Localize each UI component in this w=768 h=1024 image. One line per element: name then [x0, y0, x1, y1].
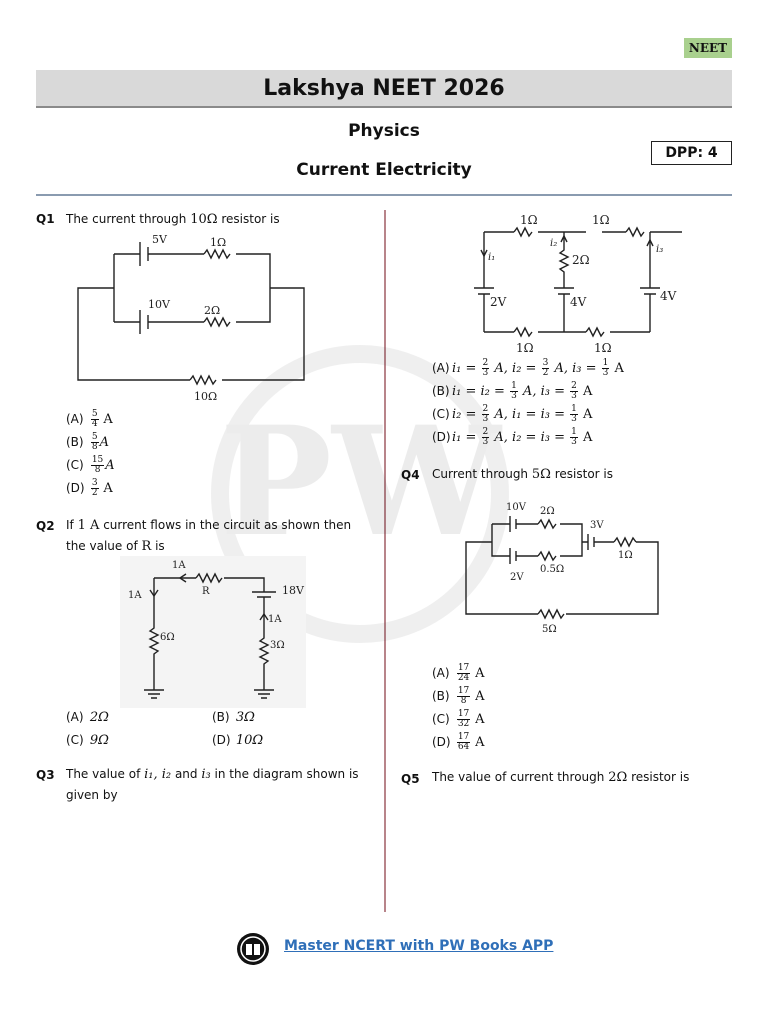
diagram-label: 1Ω [516, 341, 534, 355]
diagram-label: 2Ω [572, 253, 590, 267]
resistor-symbol [625, 226, 645, 238]
question-number: Q4 [401, 468, 420, 482]
column-divider [384, 210, 386, 912]
diagram-label: 4V [660, 289, 677, 303]
diagram-label: 10Ω [194, 390, 217, 402]
question-number: Q2 [36, 519, 55, 533]
resistor-symbol [585, 326, 605, 338]
diagram-label: 1A [172, 560, 186, 571]
dpp-badge: DPP: 4 [651, 141, 732, 165]
diagram-label: i₃ [656, 244, 663, 255]
q3-circuit-diagram: 1Ω 1Ω i₂ i₃ i₁ 2Ω 4V 2V 4V 1Ω 1Ω [474, 213, 682, 355]
arrow-icon [259, 612, 269, 621]
arrow-icon [179, 573, 187, 583]
book-icon[interactable] [236, 932, 270, 966]
diagram-label: 2V [510, 572, 524, 583]
chapter-heading: Current Electricity [296, 160, 472, 180]
question-text: The value of i₁, i₂ and i₃ in the diagra… [66, 767, 359, 802]
diagram-label: 5Ω [542, 624, 557, 635]
diagram-label: 2Ω [204, 304, 220, 317]
arrow-icon [149, 589, 159, 598]
diagram-label: 1Ω [618, 550, 633, 561]
q4-circuit-diagram: 10V 2Ω 3V 1Ω 0.5Ω 2V 5Ω [465, 502, 659, 635]
question-text: The current through 10Ω resistor is [66, 212, 280, 227]
battery-symbol [139, 310, 149, 334]
pw-books-app-link[interactable]: Master NCERT with PW Books APP [284, 938, 554, 954]
pw-watermark-logo: PW [211, 345, 509, 643]
resistor-symbol [513, 226, 533, 238]
diagram-label: 1A [128, 590, 142, 601]
resistor-symbol [513, 326, 533, 338]
diagram-label: 18V [282, 584, 305, 597]
question-number: Q3 [36, 768, 55, 782]
diagram-label: i₂ [550, 238, 557, 249]
resistor-symbol [613, 536, 637, 548]
option-d[interactable]: (D) 10Ω [212, 733, 264, 748]
diagram-label: 2Ω [540, 506, 555, 517]
arrow-icon [480, 249, 488, 258]
question-text: If 1 A current flows in the circuit as s… [66, 518, 352, 554]
watermark-text: PW [219, 394, 503, 570]
resistor-symbol [195, 572, 223, 584]
battery-symbol [509, 516, 517, 532]
battery-symbol [509, 548, 517, 564]
diagram-label: 5V [152, 233, 168, 246]
diagram-label: 2V [490, 295, 507, 309]
diagram-label: i₁ [488, 252, 495, 263]
diagram-label: 1Ω [210, 236, 226, 249]
q1-circuit-diagram: 5V 1Ω 10V 2Ω 10Ω [77, 233, 305, 402]
question-text: Current through 5Ω resistor is [432, 467, 614, 482]
arrow-icon [560, 234, 568, 243]
battery-symbol [139, 242, 149, 266]
neet-badge: NEET [684, 38, 732, 58]
battery-symbol [587, 534, 595, 550]
q2-circuit-diagram: 1A R 18V 1A 6Ω 1A 3Ω [120, 556, 306, 708]
diagram-label: 1Ω [592, 213, 610, 227]
page-title: Lakshya NEET 2026 [36, 70, 732, 108]
resistor-symbol [203, 316, 231, 328]
diagram-label: 6Ω [160, 632, 175, 643]
resistor-symbol [203, 248, 231, 260]
question-number: Q1 [36, 212, 55, 226]
diagram-label: 4V [570, 295, 587, 309]
resistor-symbol [189, 374, 217, 386]
arrow-icon [646, 238, 654, 247]
option-b[interactable]: (B) 3Ω [212, 710, 255, 725]
diagram-label: 1Ω [594, 341, 612, 355]
diagram-label: 3Ω [270, 640, 285, 651]
header-divider [36, 194, 732, 196]
subject-heading: Physics [348, 121, 420, 141]
question-number: Q5 [401, 772, 420, 786]
diagram-label: 10V [148, 298, 171, 311]
question-text: The value of current through 2Ω resistor… [432, 770, 690, 785]
option-a[interactable]: (A) 2Ω [66, 710, 109, 725]
resistor-symbol [537, 518, 557, 530]
diagram-label: 10V [506, 502, 527, 513]
diagram-label: 1A [268, 614, 282, 625]
diagram-label: 0.5Ω [540, 564, 564, 575]
option-c[interactable]: (C) 9Ω [66, 733, 109, 748]
diagram-label: R [202, 586, 210, 597]
resistor-symbol [537, 550, 557, 562]
resistor-symbol [537, 608, 565, 620]
diagram-label: 1Ω [520, 213, 538, 227]
diagram-label: 3V [590, 520, 604, 531]
